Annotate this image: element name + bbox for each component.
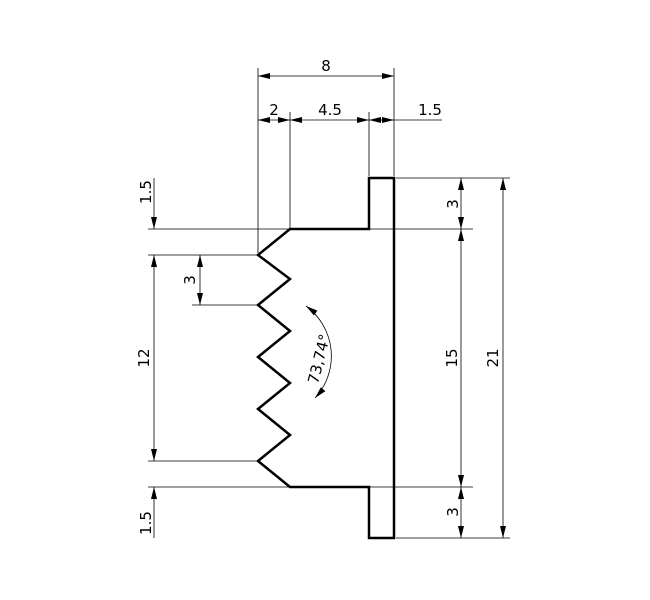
dim-label-tooth-angle: 73,74° xyxy=(304,332,334,385)
dim-bottom-edge: 1.5 xyxy=(137,487,157,538)
dim-label-top-flange-height: 3 xyxy=(444,199,462,209)
dim-bottom-flange-height: 3 xyxy=(444,487,464,538)
dim-tooth-pitch: 3 xyxy=(181,255,203,305)
dim-label-left-offset: 2 xyxy=(269,101,279,119)
dim-body-height: 15 xyxy=(443,229,464,487)
dim-tooth-span: 12 xyxy=(135,255,157,461)
dim-label-body-height: 15 xyxy=(443,348,461,367)
dim-top-flange-height: 3 xyxy=(444,178,464,229)
dim-label-tooth-pitch: 3 xyxy=(181,275,199,285)
dim-top-edge: 1.5 xyxy=(137,178,157,229)
dim-overall-height: 21 xyxy=(484,178,506,538)
dim-label-overall-width: 8 xyxy=(321,57,331,75)
dim-label-flange-width: 1.5 xyxy=(418,101,442,119)
dim-label-top-edge: 1.5 xyxy=(137,180,155,204)
dim-flange-width: 1.5 xyxy=(369,101,442,123)
dim-left-offset: 2 xyxy=(258,101,290,123)
dim-label-middle-width: 4.5 xyxy=(318,101,342,119)
dim-label-bottom-flange-height: 3 xyxy=(444,507,462,517)
dim-tooth-angle: 73,74° xyxy=(304,305,334,399)
dim-label-tooth-span: 12 xyxy=(135,348,153,367)
dim-middle-width: 4.5 xyxy=(290,101,369,123)
extension-lines xyxy=(148,68,510,539)
dim-label-bottom-edge: 1.5 xyxy=(137,511,155,535)
dim-overall-width: 8 xyxy=(258,57,394,79)
dim-label-overall-height: 21 xyxy=(484,348,502,367)
